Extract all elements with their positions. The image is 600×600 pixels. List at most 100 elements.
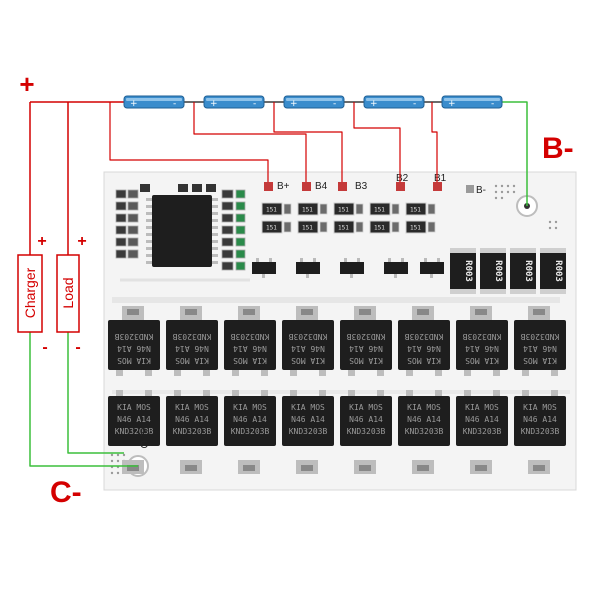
smd-resistor: 151	[297, 220, 328, 234]
smd-component	[221, 261, 234, 271]
smd-component	[127, 189, 139, 199]
mosfet-marking: KIA MOS	[407, 403, 441, 412]
smd-component	[235, 261, 246, 271]
mosfet-marking: N46 A14	[291, 344, 325, 353]
mosfet-marking: KIA MOS	[175, 403, 209, 412]
smd-resistor: 151	[333, 220, 364, 234]
cell-positive-sign: +	[130, 99, 138, 109]
smd-resistor-code: 151	[302, 225, 313, 232]
battery-cell: +-	[363, 95, 425, 109]
smd-resistor-code: 151	[338, 207, 349, 214]
smd-resistor-code: 151	[374, 207, 385, 214]
smd-component	[235, 225, 246, 235]
charger-label: Charger	[22, 267, 38, 318]
smd-component	[192, 184, 202, 192]
mosfet-marking: KND3203B	[463, 332, 502, 341]
smd-resistor: 151	[405, 202, 436, 216]
smd-component	[235, 213, 246, 223]
sot-transistor	[340, 258, 364, 278]
smd-component	[127, 225, 139, 235]
mosfet-marking: KIA MOS	[233, 356, 267, 365]
mosfet: KIA MOS N46 A14 KND3203B	[282, 306, 334, 376]
mosfet-marking: N46 A14	[407, 415, 441, 424]
main-plus-label: +	[19, 69, 34, 99]
smd-component	[127, 237, 139, 247]
mosfet-marking: KIA MOS	[465, 403, 499, 412]
sot-transistor	[384, 258, 408, 278]
smd-resistor-code: 151	[374, 225, 385, 232]
charger-minus-label: -	[42, 339, 47, 356]
mosfet-marking: N46 A14	[349, 415, 383, 424]
small-smd-column-right	[221, 189, 246, 271]
load-box: Load	[56, 254, 80, 333]
mosfet-marking: KND3203B	[289, 332, 328, 341]
cell-negative-sign: -	[491, 99, 494, 109]
smd-component	[221, 213, 234, 223]
mosfet-marking: KND3203B	[231, 427, 270, 436]
smd-component	[140, 184, 150, 192]
shunt-value: R003	[493, 260, 503, 282]
cell-positive-sign: +	[290, 99, 298, 109]
load-plus-label: +	[77, 233, 86, 250]
mosfet-marking: KIA MOS	[117, 403, 151, 412]
battery-cell: +-	[441, 95, 503, 109]
pad-label-c-minus: C-	[140, 439, 152, 451]
mosfet-marking: N46 A14	[117, 415, 151, 424]
battery-cell: +-	[123, 95, 185, 109]
mosfet-marking: KND3203B	[521, 332, 560, 341]
mosfet-marking: KIA MOS	[465, 356, 499, 365]
charger-plus-label: +	[37, 233, 46, 250]
pad-label-b1: B1	[434, 173, 447, 184]
cell-positive-sign: +	[448, 99, 456, 109]
smd-component	[115, 213, 127, 223]
mosfet-marking: KIA MOS	[291, 356, 325, 365]
mosfet-marking: N46 A14	[291, 415, 325, 424]
smd-component	[115, 225, 127, 235]
mosfet-marking: KND3203B	[405, 427, 444, 436]
smd-component	[235, 249, 246, 259]
smd-component	[178, 184, 188, 192]
mosfet-marking: KIA MOS	[407, 356, 441, 365]
smd-component	[127, 201, 139, 211]
cell-negative-sign: -	[253, 99, 256, 109]
smd-resistor-code: 151	[410, 225, 421, 232]
mosfet-marking: KND3203B	[405, 332, 444, 341]
shunt-value: R003	[523, 260, 533, 282]
smd-component	[127, 249, 139, 259]
mosfet-marking: N46 A14	[117, 344, 151, 353]
c-minus-label: C-	[50, 476, 82, 509]
battery-cell: +-	[283, 95, 345, 109]
smd-component	[221, 237, 234, 247]
smd-component	[115, 201, 127, 211]
mosfet-marking: KIA MOS	[523, 403, 557, 412]
mosfet-marking: KIA MOS	[175, 356, 209, 365]
mosfet-marking: KND3203B	[173, 427, 212, 436]
mosfet-marking: KND3203B	[173, 332, 212, 341]
shunt-resistor: R003	[540, 248, 566, 294]
mosfet-row-top: KIA MOS N46 A14 KND3203B KIA MOS N46 A14 KND3…	[108, 306, 566, 376]
sot-transistor	[420, 258, 444, 278]
battery-cells: +-+-+-+-+-	[123, 95, 503, 109]
mosfet-marking: KND3203B	[463, 427, 502, 436]
sot-transistor-row	[252, 258, 444, 278]
smd-component	[221, 249, 234, 259]
sot-transistor	[252, 258, 276, 278]
sot-transistor	[296, 258, 320, 278]
pad-label-b-minus: B-	[476, 185, 486, 196]
mosfet-marking: KND3203B	[115, 427, 154, 436]
mosfet-marking: N46 A14	[465, 415, 499, 424]
load-minus-label: -	[75, 339, 80, 356]
mosfet-marking: KND3203B	[231, 332, 270, 341]
mosfet-marking: N46 A14	[175, 415, 209, 424]
